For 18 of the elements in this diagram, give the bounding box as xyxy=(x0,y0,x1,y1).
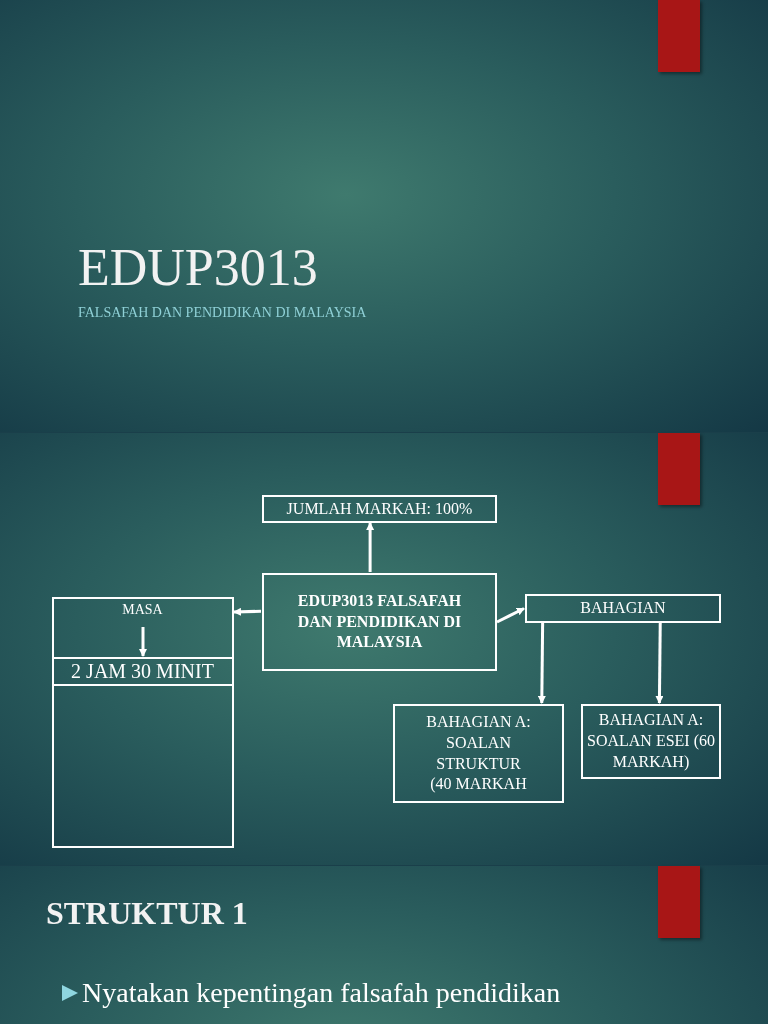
total-marks-box: JUMLAH MARKAH: 100% xyxy=(262,495,497,523)
course-box: EDUP3013 FALSAFAH DAN PENDIDIKAN DI MALAYSIA xyxy=(262,573,497,671)
arrow xyxy=(233,607,262,616)
slide-subtitle: FALSAFAH DAN PENDIDIKAN DI MALAYSIA xyxy=(78,305,367,322)
arrow xyxy=(496,607,525,624)
section-box: BAHAGIAN A: SOALAN ESEI (60 MARKAH) xyxy=(581,704,721,779)
slide-heading: STRUKTUR 1 xyxy=(46,895,248,932)
arrow xyxy=(366,522,375,572)
slide-title: EDUP3013 xyxy=(78,238,318,298)
arrow xyxy=(537,623,546,704)
arrow xyxy=(655,623,664,704)
duration-band: 2 JAM 30 MINIT xyxy=(51,656,234,686)
section-box: BAHAGIAN xyxy=(525,594,721,623)
time-heading: MASA xyxy=(99,600,186,621)
bullet-text: Nyatakan kepentingan falsafah pendidikan xyxy=(82,977,561,1010)
section-box: BAHAGIAN A: SOALAN STRUKTUR (40 MARKAH xyxy=(393,704,564,803)
arrow xyxy=(139,627,147,657)
time-box xyxy=(52,597,234,848)
